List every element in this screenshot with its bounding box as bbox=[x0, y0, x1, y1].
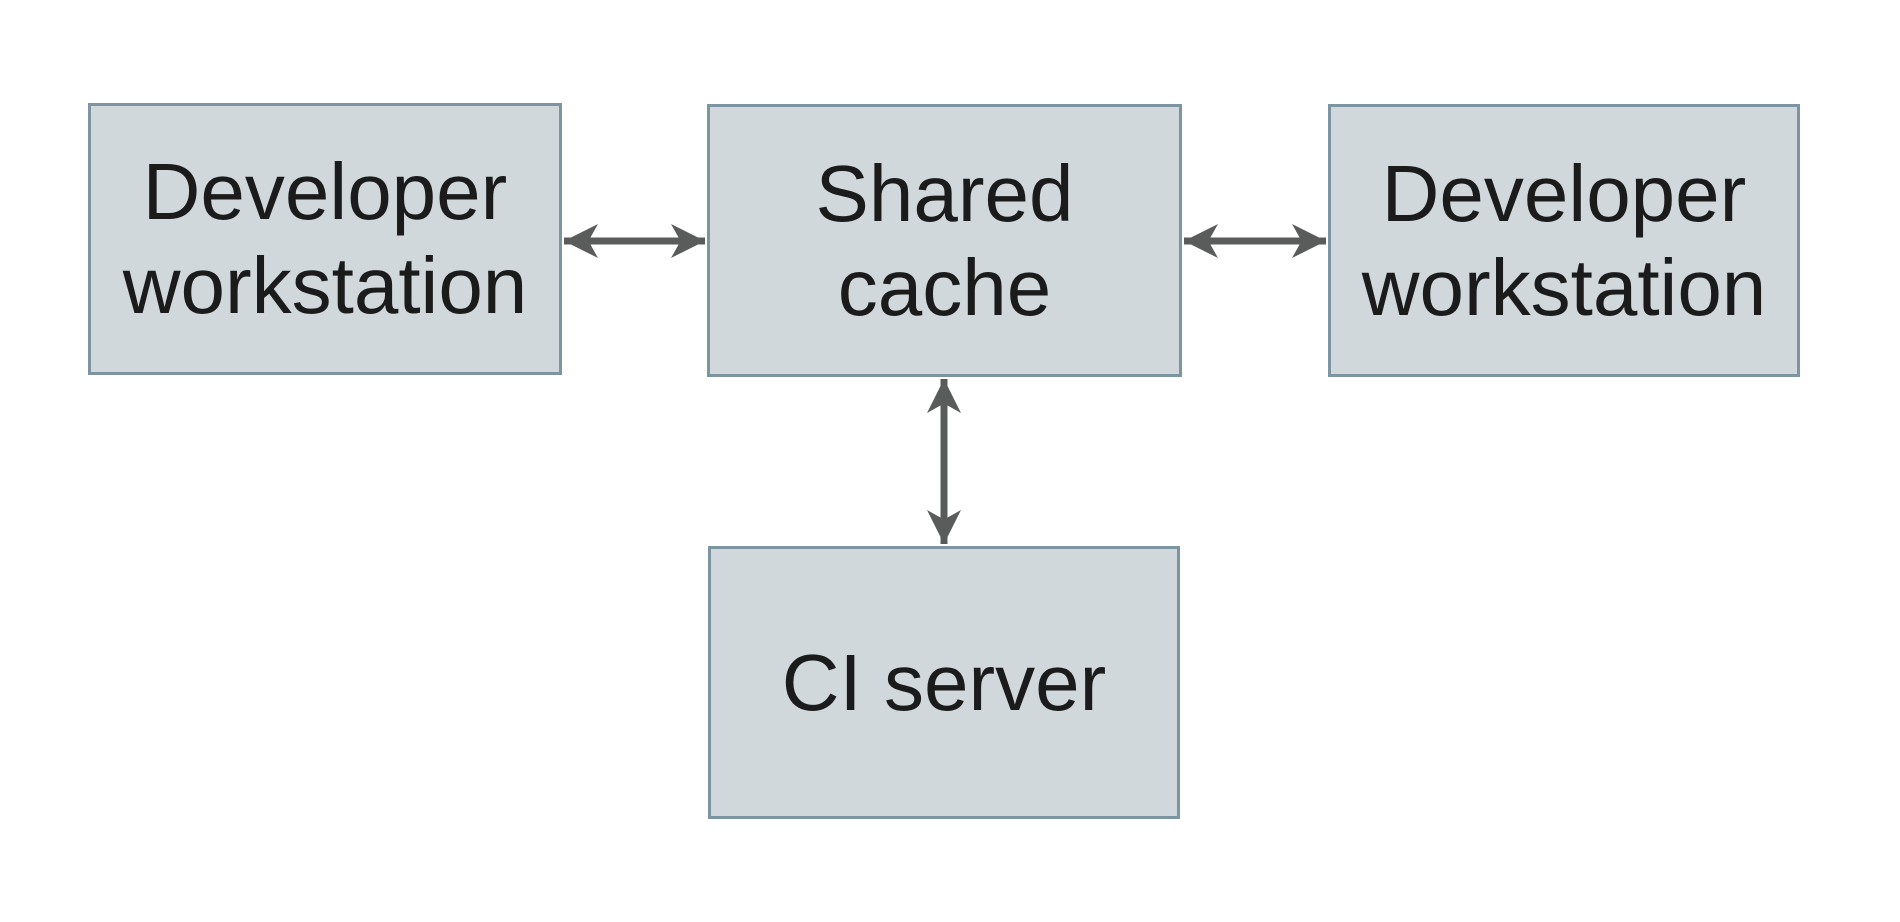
node-developer-workstation-left: Developer workstation bbox=[88, 103, 562, 375]
node-label: CI server bbox=[781, 637, 1107, 727]
node-developer-workstation-right: Developer workstation bbox=[1328, 104, 1800, 377]
node-ci-server: CI server bbox=[708, 546, 1180, 819]
node-label: Shared cache bbox=[815, 148, 1074, 332]
node-label: Developer workstation bbox=[122, 147, 528, 330]
node-shared-cache: Shared cache bbox=[707, 104, 1182, 377]
node-label: Developer workstation bbox=[1361, 148, 1767, 332]
